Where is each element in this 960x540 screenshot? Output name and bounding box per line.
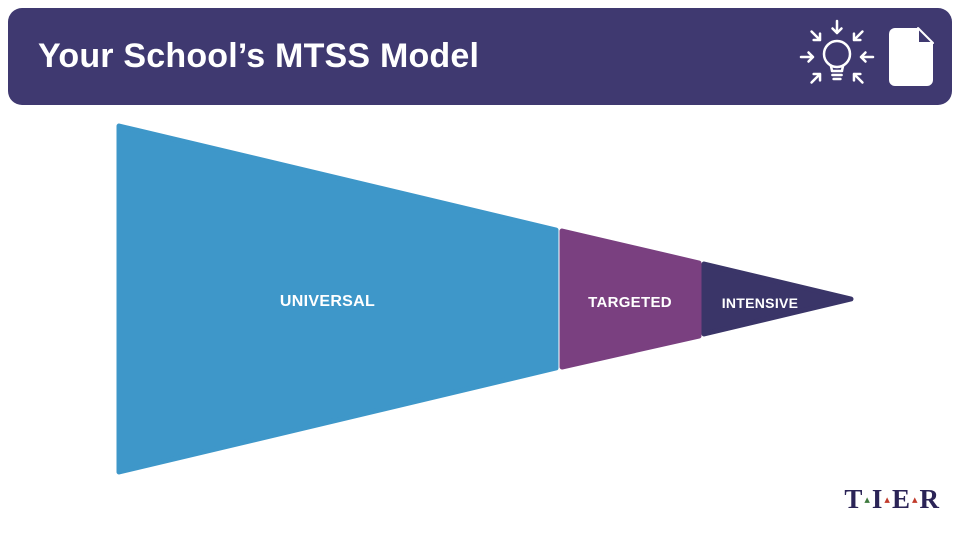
document-icon[interactable] — [888, 26, 934, 87]
logo-separator-triangle: ▴ — [864, 493, 871, 506]
tier-universal-label: UNIVERSAL — [279, 293, 376, 310]
header-icons — [796, 16, 934, 98]
logo-letter: I — [871, 484, 884, 514]
tier-targeted-shape — [559, 228, 702, 370]
logo-letter: E — [891, 484, 911, 514]
logo-separator-triangle: ▴ — [884, 493, 891, 506]
tier-intensive-label: INTENSIVE — [721, 295, 799, 311]
logo-separator-triangle: ▴ — [911, 493, 919, 506]
logo-letter: T — [844, 484, 864, 514]
tier-targeted-label: TARGETED — [588, 294, 672, 311]
slide-header: Your School’s MTSS Model — [8, 8, 952, 105]
page-title: Your School’s MTSS Model — [38, 37, 480, 75]
tier-universal-shape — [116, 123, 559, 475]
idea-lightbulb-icon[interactable] — [796, 16, 878, 98]
tier-intensive-shape — [701, 261, 854, 337]
tier-logo: T▴I▴E▴R — [844, 486, 940, 513]
logo-letter: R — [919, 484, 940, 514]
